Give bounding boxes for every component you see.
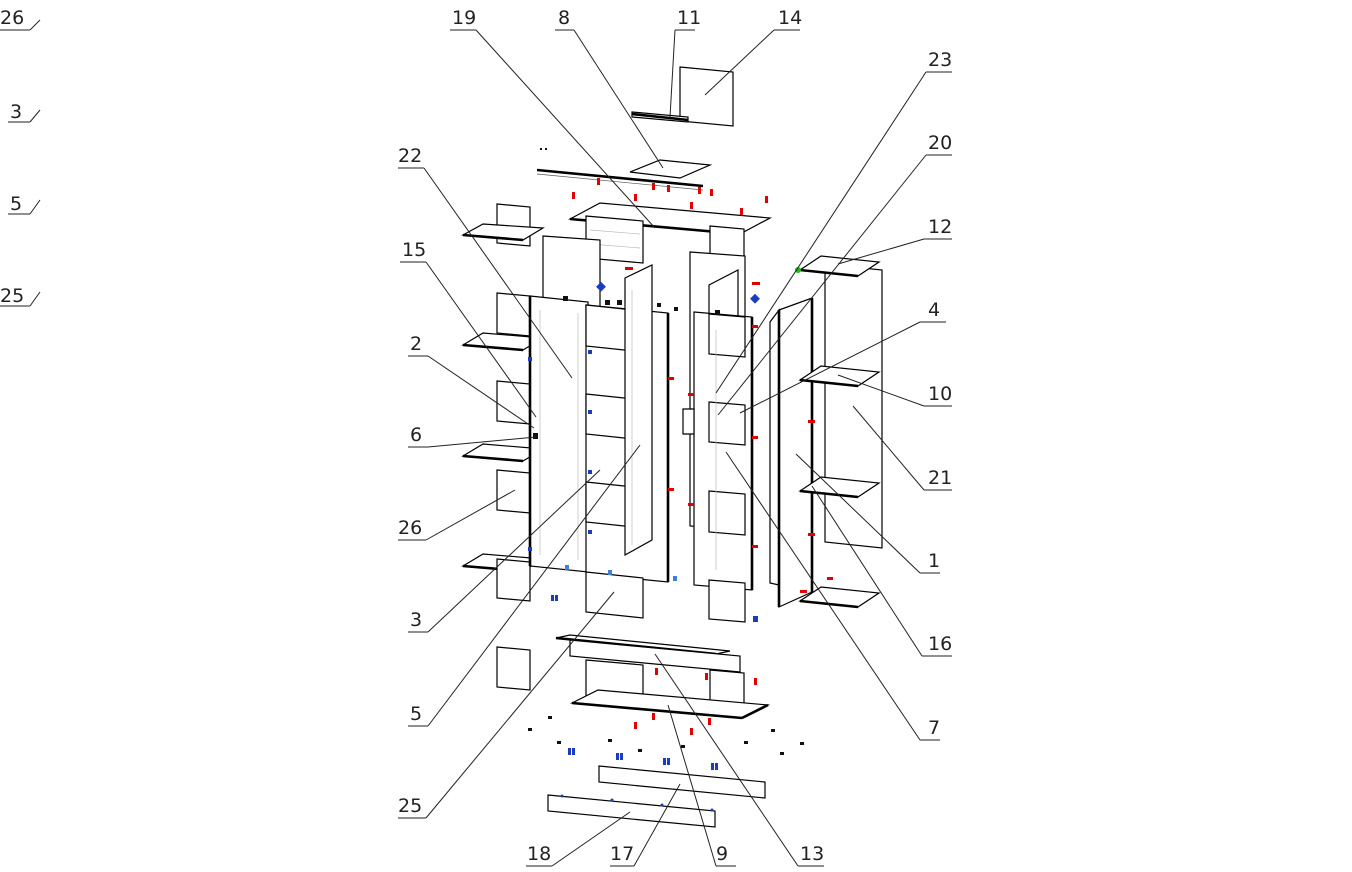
left-callout-25: 25 [0,285,41,307]
callout-10-label: 10 [928,383,952,405]
callout-10: 10 [837,374,952,407]
callout-15: 15 [400,239,537,418]
left-shelf-panel-3 [496,380,531,425]
bottom-assembly [528,634,804,828]
callout-19: 19 [450,7,656,229]
left-shelf-column [460,203,545,691]
left-callout-26-label: 26 [0,7,24,29]
callout-25-label: 25 [398,795,422,817]
callout-14-label: 14 [778,7,802,29]
callout-4-label: 4 [928,299,940,321]
callout-7: 7 [725,451,940,741]
callout-9-label: 9 [716,843,728,865]
callout-12: 12 [837,216,952,265]
callout-8: 8 [555,7,664,169]
callout-1-label: 1 [928,550,940,572]
callout-6-label: 6 [410,424,422,446]
callout-17: 17 [610,783,681,867]
left-callout-26: 26 [0,7,41,31]
callout-21: 21 [852,405,952,491]
callout-26: 26 [398,489,516,541]
callout-9: 9 [667,704,736,867]
callout-13: 13 [654,653,824,867]
plinth-17 [598,765,766,799]
left-cabinet [528,235,678,619]
callout-14: 14 [704,7,802,96]
plinth-18 [547,794,716,828]
top-assembly [536,66,773,268]
callout-13-label: 13 [800,843,824,865]
callout-23: 23 [715,49,952,394]
right-front-bottom-box [708,579,746,623]
callout-22-label: 22 [398,145,422,167]
right-side-strip [769,308,780,586]
left-shelf-panel-5 [496,558,531,602]
callouts: 19 8 11 14 23 20 12 4 [398,7,952,867]
left-callout-3-label: 3 [10,101,22,123]
right-front-mid-box [708,401,746,446]
left-callout-5: 5 [8,193,41,215]
callout-17-label: 17 [610,843,634,865]
callout-4: 4 [739,299,946,414]
callout-11-label: 11 [677,7,701,29]
callout-2: 2 [408,333,535,429]
callout-3-label: 3 [410,609,422,631]
left-inner-door [624,264,653,557]
left-callout-25-label: 25 [0,285,24,307]
left-shelf-panel-6 [496,646,531,691]
right-front-top-box [708,313,746,358]
callout-18-label: 18 [527,843,551,865]
callout-22: 22 [398,145,573,379]
right-handle-block [682,408,695,435]
bottom-front-rail [569,639,741,673]
callout-16: 16 [811,485,952,657]
right-side-assembly [769,297,833,608]
left-shelf-panel-2 [496,292,531,337]
callout-16-label: 16 [928,633,952,655]
callout-23-label: 23 [928,49,952,71]
callout-20: 20 [717,132,952,416]
callout-18: 18 [526,811,631,867]
left-callout-5-label: 5 [10,193,22,215]
callout-21-label: 21 [928,467,952,489]
left-side-panel-22 [529,295,589,573]
callout-26-label: 26 [398,517,422,539]
callout-19-label: 19 [452,7,476,29]
callout-8-label: 8 [558,7,570,29]
right-cabinet [682,251,760,623]
callout-5-label: 5 [410,703,422,725]
callout-15-label: 15 [402,239,426,261]
callout-5: 5 [408,444,641,727]
callout-6: 6 [408,424,537,448]
left-shelf-panel-4 [496,469,531,514]
callout-12-label: 12 [928,216,952,238]
callout-11: 11 [669,7,701,118]
callout-3: 3 [408,469,601,633]
left-callout-3: 3 [8,101,41,123]
right-front-low-box [708,490,746,536]
callout-20-label: 20 [928,132,952,154]
left-front-bottom-box [585,571,644,619]
callout-2-label: 2 [410,333,422,355]
callout-1: 1 [795,453,940,574]
right-side-panel-16 [778,297,813,608]
panel-part-8 [629,159,713,179]
callout-25: 25 [398,591,615,819]
left-margin-callouts: 26 3 5 25 [0,7,41,307]
callout-7-label: 7 [928,717,940,739]
